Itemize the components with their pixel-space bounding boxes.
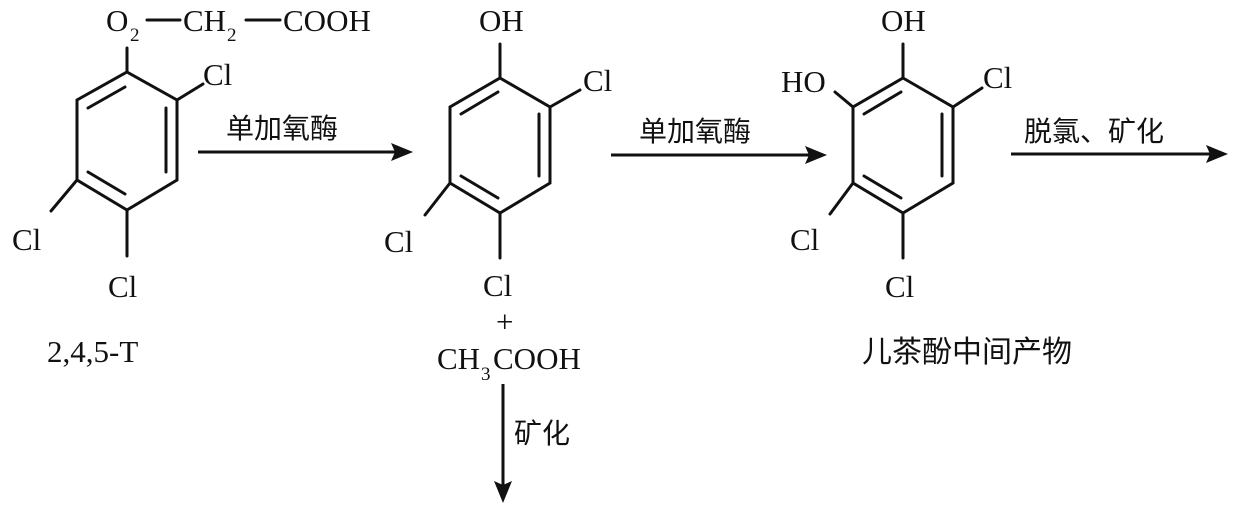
- bond-ring-cl: [175, 82, 205, 102]
- bond-ring-cl: [49, 178, 79, 213]
- arrowhead-icon: [391, 143, 413, 161]
- hydroxyl-label: HO: [781, 64, 826, 99]
- benzene-ring: [448, 76, 552, 215]
- enzyme-label: 单加氧酶: [639, 115, 751, 148]
- ring-inner-bond: [459, 90, 500, 116]
- dechlorination-mineralization-label: 脱氯、矿化: [1024, 115, 1164, 148]
- ring-inner-bond: [862, 174, 903, 200]
- acetic-acid-ch3-label: CH: [437, 341, 480, 376]
- chlorine-label: Cl: [983, 60, 1012, 95]
- hydroxyl-label: OH: [881, 3, 926, 38]
- compound-name-label: 儿茶酚中间产物: [862, 335, 1072, 370]
- enzyme-label: 单加氧酶: [226, 112, 338, 145]
- molecule-trichlorophenol: OH Cl Cl Cl + CH 3 COOH: [384, 3, 612, 385]
- hydroxyl-label: OH: [479, 3, 524, 38]
- acetic-acid-cooh-label: COOH: [493, 341, 581, 376]
- chlorine-label: Cl: [790, 222, 819, 257]
- chlorine-label: Cl: [885, 269, 914, 304]
- molecule-catechol-intermediate: OH HO Cl Cl Cl 儿茶酚中间产物: [781, 3, 1072, 370]
- reaction-arrow-2: 单加氧酶: [611, 115, 827, 164]
- ring-inner-bond: [86, 85, 127, 110]
- ring-inner-bond: [862, 90, 903, 116]
- ring-inner-bond: [459, 174, 500, 200]
- chlorine-label: Cl: [384, 224, 413, 259]
- arrowhead-icon: [1206, 145, 1228, 163]
- reaction-arrow-1: 单加氧酶: [198, 112, 413, 161]
- cooh-label: COOH: [283, 3, 371, 38]
- chlorine-label: Cl: [203, 57, 232, 92]
- reaction-arrow-3: 脱氯、矿化: [1011, 115, 1228, 163]
- chlorine-label: Cl: [108, 269, 137, 304]
- molecule-2-4-5-t: O 2 CH 2 COOH Cl Cl Cl 2,4,5-T: [12, 3, 371, 369]
- bond-ring-cl: [951, 86, 984, 109]
- reaction-arrow-down: 矿化: [494, 384, 570, 503]
- bond-ring-cl: [828, 181, 855, 216]
- chlorine-label: Cl: [483, 268, 512, 303]
- ch2-subscript: 2: [227, 25, 237, 46]
- benzene-ring: [75, 70, 179, 212]
- ring-inner-bond: [86, 170, 127, 196]
- chlorine-label: Cl: [12, 222, 41, 257]
- chlorine-label: Cl: [583, 63, 612, 98]
- mineralization-label: 矿化: [514, 417, 570, 450]
- ether-oxygen-label: O: [106, 3, 128, 38]
- benzene-ring: [851, 76, 955, 215]
- bond-ring-cl: [423, 181, 452, 217]
- compound-name-label: 2,4,5-T: [47, 334, 138, 369]
- bond-ring-cl: [548, 88, 582, 109]
- ether-oxygen-subscript: 2: [130, 25, 140, 46]
- arrowhead-icon: [805, 146, 827, 164]
- acetic-acid-subscript: 3: [481, 364, 491, 385]
- plus-sign: +: [496, 304, 513, 339]
- ch2-label: CH: [183, 3, 226, 38]
- bond-ho-ring: [833, 90, 855, 109]
- arrowhead-icon: [494, 481, 512, 503]
